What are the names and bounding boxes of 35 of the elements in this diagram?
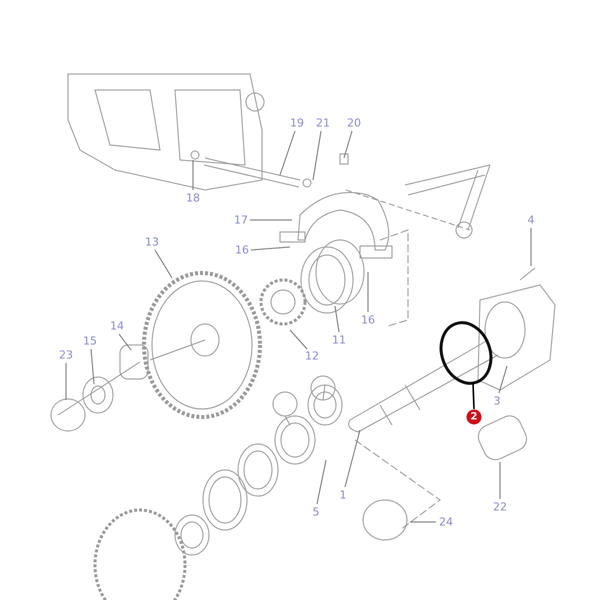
callout-number: 11 — [332, 334, 346, 346]
callout-number: 4 — [528, 214, 534, 226]
highlighted-callout-number: 2 — [466, 410, 482, 424]
leader-line — [280, 130, 296, 176]
callout-number: 19 — [290, 116, 304, 130]
leader-line — [312, 130, 322, 180]
leader-line — [334, 306, 340, 332]
callout-number: 13 — [145, 236, 159, 248]
leader-line — [498, 366, 508, 394]
callout-number: 21 — [316, 116, 330, 130]
callout-number: 5 — [312, 506, 320, 518]
leader-line — [118, 334, 132, 350]
leader-line — [154, 250, 172, 278]
leader-line — [250, 246, 290, 250]
callout-number: 16 — [235, 244, 249, 256]
callout-number: 18 — [186, 192, 200, 204]
leader-line — [530, 228, 532, 266]
leader-line — [344, 130, 352, 158]
callout-number: 20 — [347, 116, 361, 130]
leader-line — [90, 348, 94, 384]
leader-line — [344, 430, 360, 488]
callout-number: 14 — [110, 320, 124, 332]
callout-number: 16 — [361, 314, 375, 326]
callout-number: 15 — [83, 334, 97, 348]
leader-line — [472, 382, 475, 410]
callout-number: 17 — [234, 214, 248, 226]
callout-number: 1 — [340, 488, 346, 502]
callout-number: 24 — [439, 516, 453, 528]
callout-number: 12 — [305, 350, 319, 362]
leader-line — [316, 460, 326, 504]
callout-number: 3 — [494, 394, 500, 408]
leader-line — [192, 160, 194, 190]
callout-number: 22 — [493, 500, 507, 514]
leader-line — [290, 330, 308, 350]
callout-number: 23 — [59, 348, 73, 362]
